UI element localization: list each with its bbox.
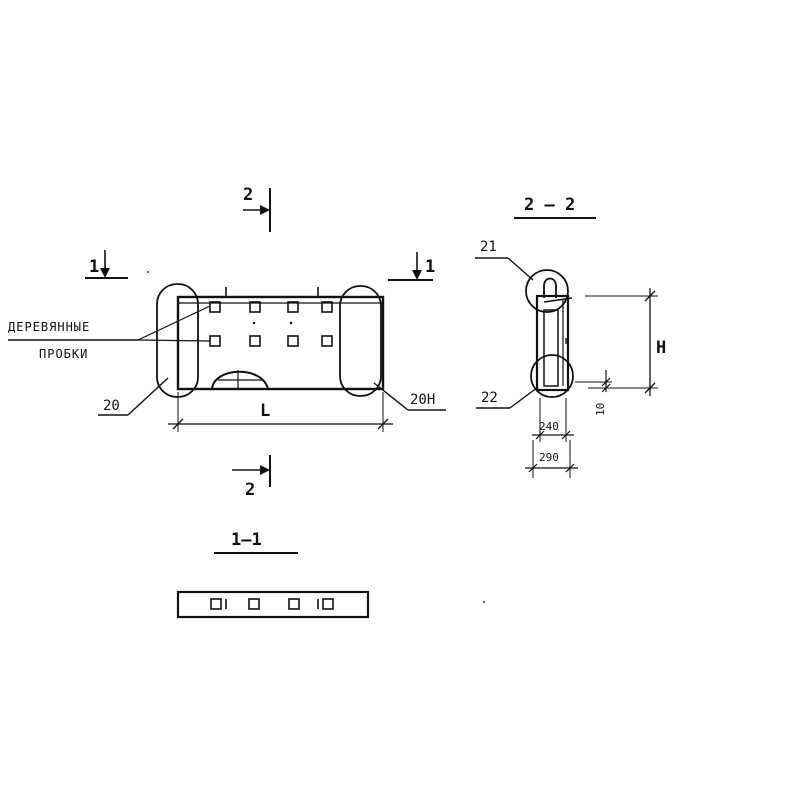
dimension-length: L	[168, 392, 393, 432]
dimension-bottom-gap: 10	[575, 370, 612, 416]
wood-plug	[321, 301, 333, 313]
dimension-height-label: H	[656, 338, 666, 358]
dimension-outer-width: 290	[525, 440, 578, 478]
node-21-label: 21	[480, 239, 497, 255]
dimension-outer-width-label: 290	[539, 451, 559, 464]
section-2-2-title: 2 — 2	[524, 195, 575, 215]
wood-plug	[249, 301, 261, 313]
node-21-callout: 21	[475, 239, 534, 281]
wood-plugs-lower-row	[209, 335, 333, 347]
wood-plug	[287, 301, 299, 313]
section-1-1-title: 1—1	[231, 530, 262, 550]
node-20n-callout: 20Н	[373, 382, 446, 411]
section-1-1-openings	[210, 598, 334, 610]
cut-mark-2-top: 2	[243, 185, 271, 232]
wood-plug	[287, 335, 299, 347]
cut-mark-2-bottom-label: 2	[245, 480, 255, 500]
node-20n-outline	[339, 285, 382, 397]
node-22-label: 22	[481, 390, 498, 406]
cut-mark-1-right: 1	[388, 252, 435, 281]
wood-plug	[210, 598, 222, 610]
wood-plug	[248, 598, 260, 610]
section-1-1-view: 1—1	[176, 530, 370, 619]
node-20n-label: 20Н	[410, 392, 435, 408]
dimension-length-label: L	[260, 401, 270, 421]
wood-plug	[209, 335, 221, 347]
node-22-circle	[530, 354, 574, 398]
wood-plugs-upper-row	[209, 301, 333, 313]
node-20-label: 20	[103, 398, 120, 414]
wood-plugs-callout: ДЕРЕВЯННЫЕ ПРОБКИ	[8, 305, 211, 361]
section-2-2-body	[535, 294, 570, 392]
dimension-bottom-gap-label: 10	[594, 403, 607, 416]
section-2-2-view: 2 — 2 21 22	[475, 195, 666, 478]
wood-plug	[322, 598, 334, 610]
node-21-circle	[525, 269, 569, 313]
cut-mark-2-bottom: 2	[232, 455, 271, 500]
wood-plug	[249, 335, 261, 347]
block-outline	[176, 295, 385, 391]
node-22-callout: 22	[476, 386, 539, 409]
dimension-height: H	[585, 288, 666, 396]
wood-plugs-label-line2: ПРОБКИ	[39, 347, 88, 361]
elevation-view: 2 1 1	[8, 185, 446, 500]
dimension-inner-width: 240	[532, 398, 574, 442]
wood-plug	[209, 301, 221, 313]
cut-mark-1-right-label: 1	[425, 257, 435, 277]
cut-mark-1-left: 1	[85, 250, 128, 279]
wood-plugs-label-line1: ДЕРЕВЯННЫЕ	[8, 320, 90, 334]
wood-plug	[288, 598, 300, 610]
cut-mark-2-top-label: 2	[243, 185, 253, 205]
node-20-callout: 20	[98, 377, 169, 416]
lifting-loop	[211, 370, 269, 390]
dimension-inner-width-label: 240	[539, 420, 559, 433]
cut-mark-1-left-label: 1	[89, 257, 99, 277]
wood-plug	[321, 335, 333, 347]
section-1-1-body	[176, 590, 370, 619]
